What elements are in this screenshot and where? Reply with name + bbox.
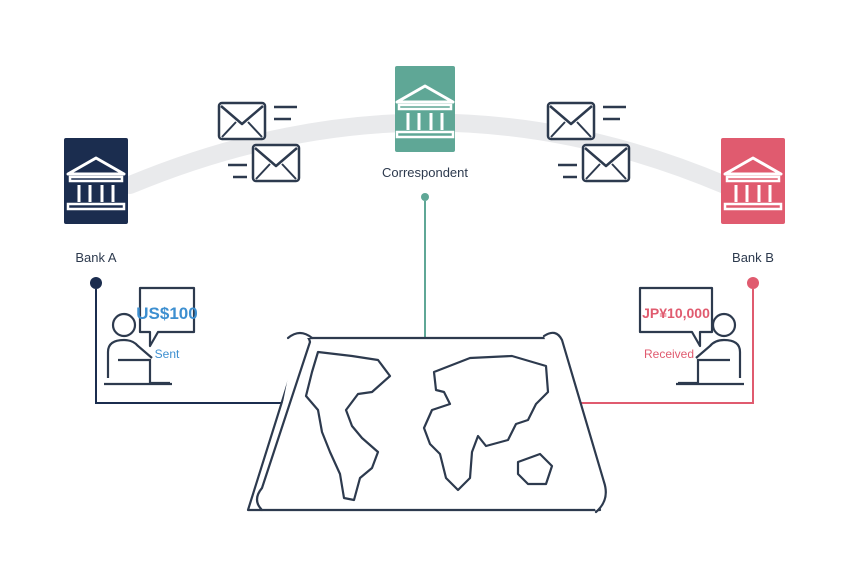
received-amount: JP¥10,000 [642,305,710,321]
person-at-laptop-icon [676,312,744,386]
sent-status: Sent [155,347,180,361]
receiver-bubble: JP¥10,000 Received [638,286,714,361]
correspondent-label: Correspondent [382,165,468,180]
received-status: Received [644,347,694,361]
sent-amount: US$100 [136,304,197,323]
sender-bubble: US$100 Sent [136,286,198,361]
correspondent-node: Correspondent [382,66,468,180]
envelope-icon [217,101,297,141]
envelope-icon [546,101,626,141]
bank-b-node: Bank B [721,138,785,265]
envelope-icon [558,143,631,183]
bank-b-label: Bank B [732,250,774,265]
world-map-scroll-icon [246,331,607,514]
bank-a-node: Bank A [64,138,128,265]
person-at-laptop-icon [104,312,172,386]
bank-a-label: Bank A [75,250,117,265]
envelope-icon [228,143,301,183]
